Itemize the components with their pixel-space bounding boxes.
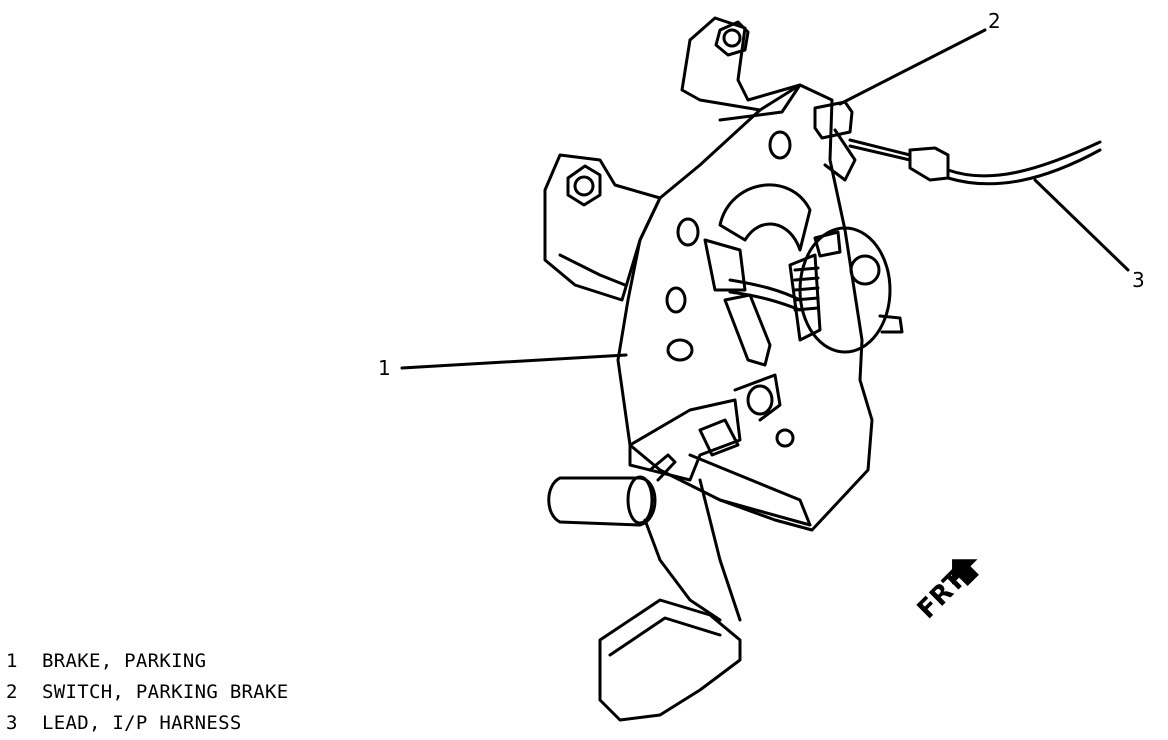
callout-1-leader bbox=[400, 353, 628, 370]
legend-text: SWITCH, PARKING BRAKE bbox=[42, 681, 289, 703]
pawl-lever bbox=[723, 293, 795, 448]
front-arrow-icon bbox=[952, 559, 979, 587]
upper-mounting-bracket bbox=[680, 16, 802, 122]
cable-band bbox=[728, 278, 802, 312]
legend-item: 1 BRAKE, PARKING bbox=[6, 646, 289, 677]
legend-number: 2 bbox=[6, 681, 18, 703]
callout-3: 3 bbox=[1132, 268, 1145, 292]
legend-number: 1 bbox=[6, 650, 18, 672]
top-bolt-icon bbox=[714, 20, 750, 57]
legend-text: BRAKE, PARKING bbox=[42, 650, 207, 672]
harness-lead bbox=[908, 140, 1102, 186]
legend-text: LEAD, I/P HARNESS bbox=[42, 712, 242, 734]
legend-number: 3 bbox=[6, 712, 18, 734]
callout-2: 2 bbox=[988, 9, 1001, 33]
release-drum bbox=[788, 226, 904, 354]
release-handle bbox=[547, 453, 677, 527]
left-mounting-bracket bbox=[543, 153, 662, 302]
brake-pedal bbox=[598, 478, 742, 722]
pedal-housing bbox=[628, 398, 812, 527]
legend-item: 2 SWITCH, PARKING BRAKE bbox=[6, 677, 289, 708]
left-bolt-icon bbox=[566, 164, 602, 207]
callout-3-leader bbox=[1033, 178, 1130, 272]
callout-2-leader bbox=[838, 28, 987, 106]
legend: 1 BRAKE, PARKING 2 SWITCH, PARKING BRAKE 3… bbox=[6, 646, 289, 739]
front-direction-indicator: FRT bbox=[912, 559, 979, 625]
ratchet-sector bbox=[703, 183, 812, 292]
legend-item: 3 LEAD, I/P HARNESS bbox=[6, 708, 289, 739]
callout-1: 1 bbox=[378, 356, 391, 380]
